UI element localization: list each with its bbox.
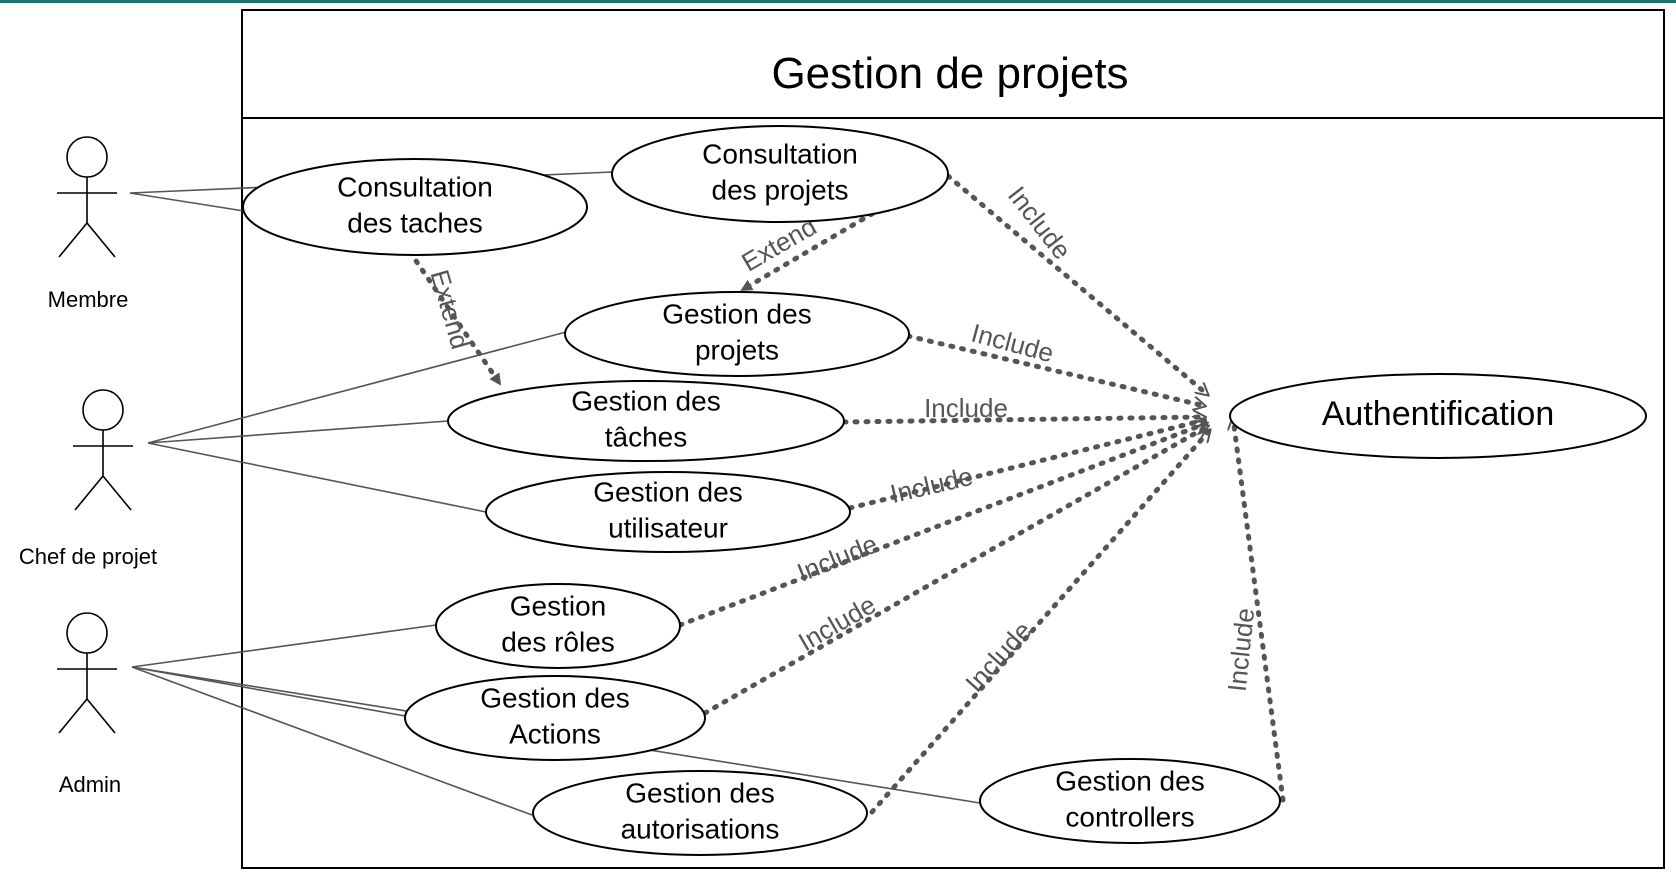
actor-left-leg xyxy=(74,475,104,511)
include-line-gest_ctrl xyxy=(1233,418,1286,803)
use-case-ellipse[interactable] xyxy=(435,583,681,669)
include-line-consult_projets xyxy=(945,173,1211,398)
use-case-gest_users[interactable]: Gestion des utilisateur xyxy=(485,471,851,553)
use-case-label: Consultation xyxy=(337,171,493,202)
actor-left-leg xyxy=(58,698,88,734)
use-case-label: Gestion des xyxy=(662,298,811,329)
use-case-label: des taches xyxy=(347,207,482,238)
actor-head xyxy=(66,136,108,178)
actor-right-leg xyxy=(86,222,116,258)
association-line-admin-gest_autor xyxy=(131,666,533,816)
extend-line-consult_projets xyxy=(739,205,885,293)
actor-label: Chef de projet xyxy=(19,544,157,569)
use-case-ellipse[interactable] xyxy=(1229,373,1647,459)
include-line-gest_actions xyxy=(702,423,1208,716)
association-line-admin-gest_actions xyxy=(131,666,406,717)
use-case-ellipse[interactable] xyxy=(242,158,588,256)
association-line-chef-gest_taches xyxy=(147,420,449,444)
use-case-label: utilisateur xyxy=(608,512,728,543)
include-line-gest_taches xyxy=(841,417,1208,425)
actor-right-leg xyxy=(102,475,132,511)
use-case-label: controllers xyxy=(1065,801,1194,832)
use-case-label: Gestion des xyxy=(1055,765,1204,796)
use-case-label: Gestion des xyxy=(625,777,774,808)
use-case-gest_autor[interactable]: Gestion des autorisations xyxy=(532,770,868,856)
actor-right-leg xyxy=(86,698,116,734)
use-case-label: Gestion des xyxy=(480,682,629,713)
use-case-auth[interactable]: Authentification xyxy=(1229,373,1647,459)
use-case-gest_projets[interactable]: Gestion des projets xyxy=(564,291,910,377)
use-case-gest_taches[interactable]: Gestion des tâches xyxy=(447,380,845,462)
actor-head xyxy=(82,389,124,431)
use-case-ellipse[interactable] xyxy=(564,291,910,377)
top-accent-bar xyxy=(0,0,1676,3)
use-case-label: Actions xyxy=(509,718,601,749)
actor-label: Membre xyxy=(48,287,129,312)
use-case-consult_projets[interactable]: Consultation des projets xyxy=(611,125,949,223)
use-case-label: des rôles xyxy=(501,626,615,657)
use-case-ellipse[interactable] xyxy=(611,125,949,223)
association-line-chef-gest_projets xyxy=(147,331,567,444)
association-line-membre-consult_taches xyxy=(129,192,245,212)
use-case-label: tâches xyxy=(605,421,688,452)
use-case-label: projets xyxy=(695,334,779,365)
actor-chef[interactable]: Chef de projet xyxy=(19,389,157,569)
actor-label: Admin xyxy=(59,772,121,797)
include-line-gest_projets xyxy=(905,333,1205,406)
actor-admin[interactable]: Admin xyxy=(57,612,121,797)
use-case-gest_ctrl[interactable]: Gestion des controllers xyxy=(979,758,1281,844)
use-case-label: Gestion des xyxy=(593,476,742,507)
use-case-ellipse[interactable] xyxy=(485,471,851,553)
use-case-ellipse[interactable] xyxy=(404,675,706,761)
actor-membre[interactable]: Membre xyxy=(48,136,129,312)
use-case-ellipse[interactable] xyxy=(979,758,1281,844)
use-case-label: autorisations xyxy=(621,813,780,844)
association-line-chef-gest_users xyxy=(147,442,487,513)
use-case-label: Gestion xyxy=(510,590,607,621)
include-line-gest_autor xyxy=(869,427,1213,815)
use-case-ellipse[interactable] xyxy=(532,770,868,856)
use-case-label: Consultation xyxy=(702,138,858,169)
association-line-admin-gest_roles xyxy=(131,624,437,668)
use-case-ellipse[interactable] xyxy=(447,380,845,462)
extend-line-consult_taches xyxy=(407,249,503,387)
use-case-label: des projets xyxy=(712,174,849,205)
use-cases-layer: Consultation des taches Consultation des pr… xyxy=(242,125,1647,856)
actor-head xyxy=(66,612,108,654)
system-title: Gestion de projets xyxy=(771,49,1128,98)
use-case-gest_roles[interactable]: Gestion des rôles xyxy=(435,583,681,669)
actor-left-leg xyxy=(58,222,88,258)
use-case-label: Authentification xyxy=(1322,395,1555,433)
include-label-gest_taches: Include xyxy=(924,393,1008,423)
use-case-label: Gestion des xyxy=(571,385,720,416)
use-case-consult_taches[interactable]: Consultation des taches xyxy=(242,158,588,256)
